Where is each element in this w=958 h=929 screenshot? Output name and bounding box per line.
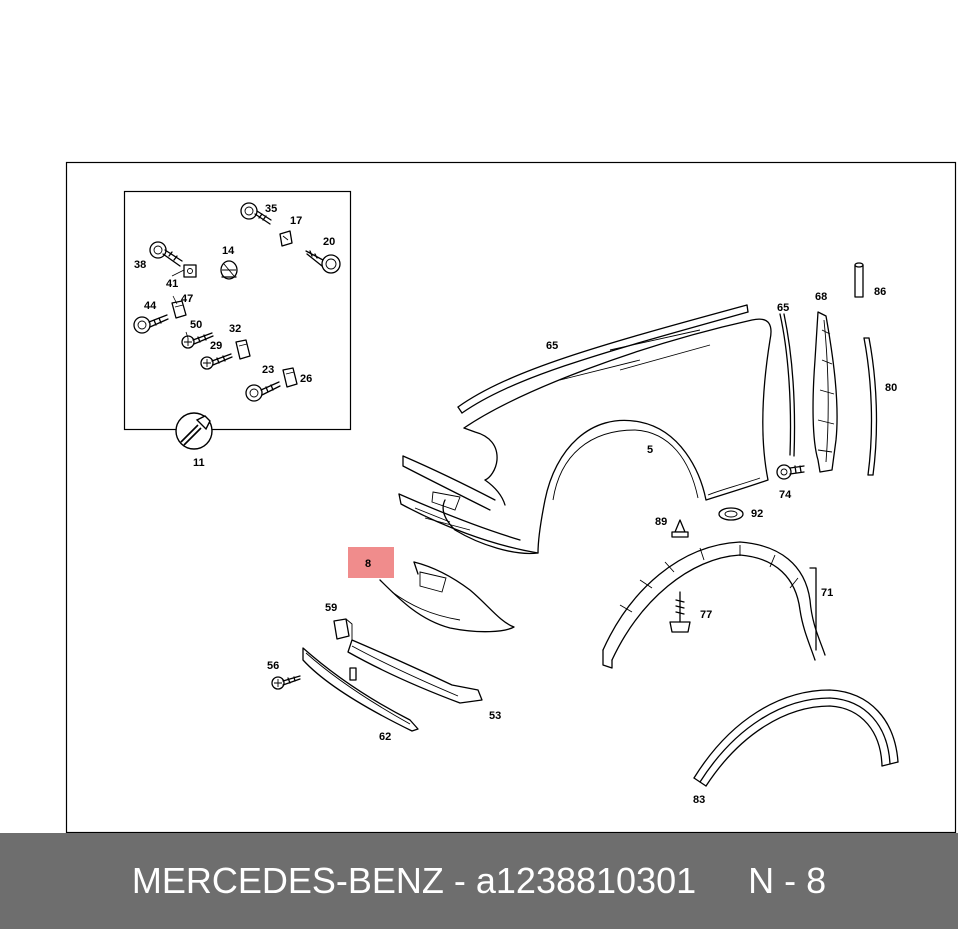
callout-47: 47 (181, 293, 193, 305)
clip-47-drawing (171, 300, 187, 319)
callout-5: 5 (647, 444, 653, 456)
screw-77-drawing (669, 591, 691, 633)
callout-23: 23 (262, 364, 274, 376)
callout-59: 59 (325, 602, 337, 614)
callout-68: 68 (815, 291, 827, 303)
strip-62-drawing (302, 647, 419, 732)
pin-86-drawing (854, 262, 864, 298)
callout-83: 83 (693, 794, 705, 806)
bolt-35-drawing (240, 202, 272, 225)
screw-20-drawing (305, 250, 341, 274)
bumper-section-drawing (398, 455, 539, 554)
callout-44: 44 (144, 300, 157, 312)
clip-89-drawing (671, 519, 689, 538)
callout-38: 38 (134, 259, 146, 271)
callout-29: 29 (210, 340, 222, 352)
clip-41-drawing (183, 264, 197, 278)
grommet-92-drawing (718, 507, 744, 521)
bolt-44-drawing (133, 314, 169, 334)
brand-name: MERCEDES-BENZ (131, 860, 444, 901)
callout-35: 35 (265, 203, 277, 215)
nut-14-drawing (220, 260, 238, 280)
clip-17-drawing (279, 230, 293, 247)
clip-59-drawing (333, 618, 353, 640)
screw-29-drawing (200, 353, 233, 370)
callout-65-seal: 65 (777, 302, 789, 314)
separator: - (443, 860, 476, 901)
callout-32: 32 (229, 323, 241, 335)
callout-20: 20 (323, 236, 335, 248)
callout-89: 89 (655, 516, 667, 528)
callout-80: 80 (885, 382, 897, 394)
callout-56: 56 (267, 660, 279, 672)
wheel-liner-71-drawing (602, 541, 826, 669)
callout-71: 71 (821, 587, 833, 599)
callout-74: 74 (779, 489, 792, 501)
bolt-38-drawing (149, 241, 183, 267)
callout-92: 92 (751, 508, 763, 520)
parts-diagram: 35 17 20 14 38 41 44 47 50 32 29 23 26 1… (65, 161, 957, 833)
callout-77: 77 (700, 609, 712, 621)
callout-86: 86 (874, 286, 886, 298)
bolt-23-drawing (245, 381, 281, 402)
screw-56-drawing (271, 675, 301, 690)
bumper-part-8-drawing (379, 561, 515, 633)
position-label: N - 8 (748, 860, 827, 901)
front-fender-5-drawing (442, 318, 772, 555)
footer-bar: MERCEDES-BENZ - a1238810301 N - 8 (0, 833, 958, 929)
highlight-box-part-8 (348, 547, 394, 578)
fastener-inset-box (123, 190, 352, 431)
callout-50: 50 (190, 319, 202, 331)
seal-83-drawing (693, 689, 899, 787)
callout-17: 17 (290, 215, 302, 227)
seal-65-drawing (779, 313, 796, 457)
part-number: a1238810301 (475, 860, 697, 901)
callout-26: 26 (300, 373, 312, 385)
wrench-symbol-11 (175, 412, 213, 450)
callout-14: 14 (222, 245, 235, 257)
callout-62: 62 (379, 731, 391, 743)
callout-65-fender-trim: 65 (546, 340, 558, 352)
clip-26-drawing (282, 367, 298, 388)
strip-53-drawing (347, 639, 483, 704)
clip-32-drawing (235, 339, 251, 360)
strip-80-drawing (863, 337, 878, 476)
leader-lines (171, 269, 189, 339)
bracket-68-drawing (812, 311, 838, 473)
fender-trim-65-drawing (457, 304, 749, 414)
screw-50-drawing (181, 332, 214, 349)
callout-41: 41 (166, 278, 178, 290)
callout-8: 8 (365, 558, 371, 570)
callout-11: 11 (193, 457, 205, 469)
bolt-74-drawing (776, 464, 805, 480)
callout-53: 53 (489, 710, 501, 722)
